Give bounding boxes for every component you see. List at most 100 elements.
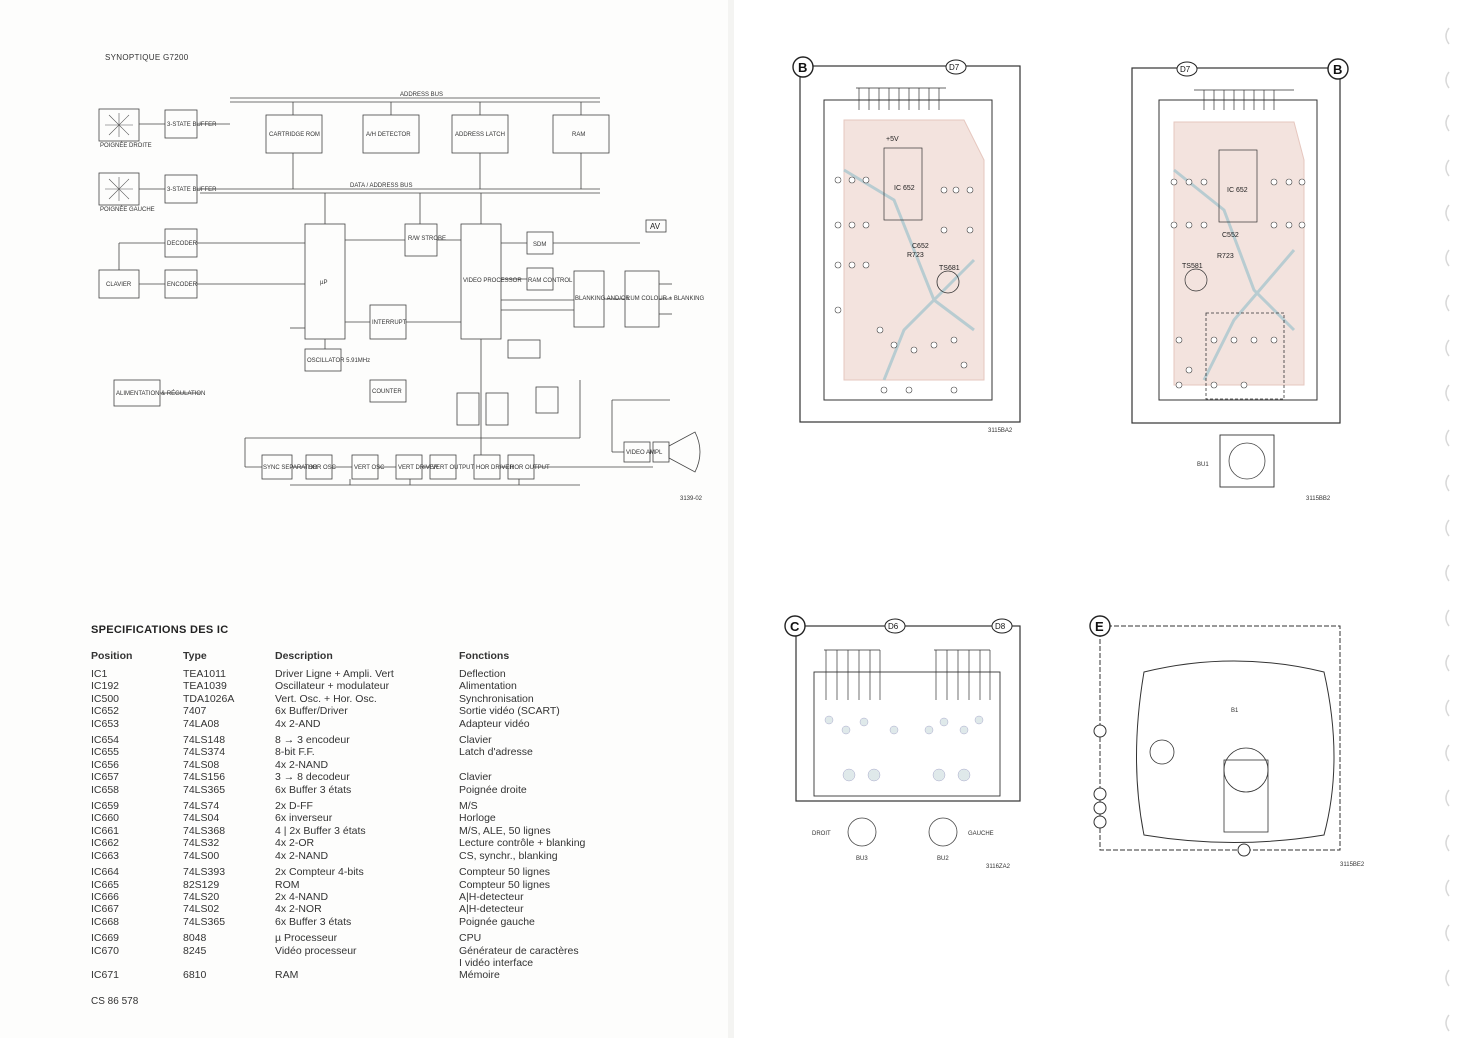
board-c-connector-right: D8: [995, 622, 1006, 631]
board-c-bu2: BU2: [937, 856, 949, 862]
spec-fonctions: Latch d'adresse: [459, 746, 533, 759]
label-data-bus: DATA / ADDRESS BUS: [350, 183, 412, 189]
spec-position: IC661: [91, 824, 120, 837]
spec-fonctions: [459, 759, 659, 771]
spec-position: IC655: [91, 746, 120, 759]
label-clavier: CLAVIER: [106, 282, 132, 288]
label-oscillator: OSCILLATOR 5.91MHz: [307, 358, 370, 364]
spec-position: IC664: [91, 866, 120, 879]
spec-position: IC500: [91, 692, 120, 705]
label-sync-sep: SYNC SEPARATOR: [263, 465, 318, 471]
spec-type: 74LS156: [183, 771, 226, 784]
board-b-left-res: R723: [907, 252, 924, 259]
board-c-code: 3116ZA2: [986, 864, 1011, 870]
spec-header-description: Description: [275, 650, 333, 662]
spec-type: 74LA08: [183, 717, 220, 730]
spec-description: Oscillateur + modulateur: [275, 680, 390, 693]
spec-type: 8245: [183, 944, 207, 957]
spec-description: Driver Ligne + Ampli. Vert: [275, 668, 394, 680]
spec-row: IC656 74LS08 4x 2-NAND: [91, 759, 659, 771]
label-hor-output: HOR OUTPUT: [510, 465, 550, 471]
label-buffer1: 3-STATE BUFFER: [167, 122, 217, 128]
label-address-bus: ADDRESS BUS: [400, 92, 443, 98]
board-b-left-connector: D7: [949, 63, 960, 72]
pcb-layouts: B D7 IC 652 +5V C652 R723 TS681: [784, 27, 1450, 1032]
spec-position: IC653: [91, 717, 120, 730]
spec-description: 2x D-FF: [275, 800, 313, 813]
spec-type: 74LS32: [183, 837, 220, 850]
spec-description: 4x 2-NOR: [275, 903, 322, 916]
spec-fonctions: Mémoire: [459, 969, 500, 982]
spec-row: I vidéo interface: [91, 957, 659, 969]
label-colour: LUM COLOUR + BLANKING: [627, 296, 705, 302]
handset-right-box: [98, 108, 140, 142]
spec-type: 74LS08: [183, 758, 220, 771]
board-e: E B1 3115BE2: [1089, 615, 1365, 868]
spec-type: 7407: [183, 705, 207, 718]
block-diagram: POIGNÉE DROITE POIGNÉE GAUCHE 3-STATE BU…: [98, 92, 705, 502]
label-decoder: DECODER: [167, 241, 198, 247]
spec-type: TDA1026A: [183, 692, 235, 705]
spec-type: 74LS365: [183, 915, 226, 928]
spec-type: 74LS393: [183, 866, 226, 879]
board-b-left-tag: B: [798, 60, 807, 75]
spec-type: 74LS148: [183, 734, 226, 747]
board-b-left: B D7 IC 652 +5V C652 R723 TS681: [792, 56, 1021, 434]
spec-fonctions: I vidéo interface: [459, 956, 534, 969]
board-b-right-ts: TS581: [1182, 263, 1203, 270]
spec-description: 2x Compteur 4-bits: [275, 866, 364, 879]
spec-type: TEA1039: [183, 680, 227, 693]
spec-description: ROM: [275, 878, 300, 891]
spec-position: IC654: [91, 734, 120, 747]
spec-fonctions: Lecture contrôle + blanking: [459, 837, 586, 850]
label-rw: R/W STROBE: [408, 236, 446, 242]
spec-fonctions: Sortie vidéo (SCART): [459, 705, 560, 718]
label-diagram-code: 3139-02: [680, 496, 703, 502]
label-alim: ALIMENTATION & RÉGULATION: [116, 390, 205, 397]
spec-position: IC658: [91, 783, 120, 796]
spec-position: IC656: [91, 758, 120, 771]
board-b-right-cap: C552: [1222, 232, 1239, 239]
board-c-tag: C: [790, 619, 800, 634]
board-b-left-supply: +5V: [886, 136, 899, 143]
board-c: C D6 D8: [784, 615, 1021, 870]
label-detector: A/H DETECTOR: [366, 132, 411, 138]
board-b-left-code: 3115BA2: [988, 428, 1013, 434]
board-b-left-ic: IC 652: [894, 185, 915, 192]
label-handset-right: POIGNÉE DROITE: [100, 142, 152, 149]
spec-fonctions: CPU: [459, 932, 482, 945]
spec-description: 4x 2-OR: [275, 837, 315, 850]
spec-type: 74LS00: [183, 849, 220, 862]
board-b-right: D7 B IC 652 C552 R723 TS581 BU: [1131, 58, 1349, 502]
spec-type: TEA1011: [183, 668, 226, 680]
spec-description: µ Processeur: [275, 932, 338, 945]
spec-position: IC1: [91, 668, 108, 680]
label-ram: RAM: [572, 132, 585, 138]
spec-position: IC662: [91, 837, 120, 850]
label-interrupt: INTERRUPT: [372, 320, 407, 326]
label-video: VIDEO PROCESSOR: [463, 278, 522, 284]
spec-fonctions: Deflection: [459, 668, 506, 680]
page-footer-code: CS 86 578: [91, 996, 139, 1007]
spec-position: IC663: [91, 849, 120, 862]
spec-description: 8-bit F.F.: [275, 746, 315, 759]
spec-fonctions: A|H-detecteur: [459, 903, 524, 916]
spec-description: 4x 2-NAND: [275, 758, 329, 771]
board-b-right-tag: B: [1333, 62, 1342, 77]
spec-description: 4x 2-NAND: [275, 849, 329, 862]
label-cartridge: CARTRIDGE ROM: [269, 132, 320, 138]
spec-position: IC667: [91, 903, 120, 916]
spec-position: IC670: [91, 944, 120, 957]
spec-fonctions: M/S, ALE, 50 lignes: [459, 824, 551, 837]
spec-fonctions: Générateur de caractères: [459, 944, 579, 957]
board-c-bu3: BU3: [856, 856, 868, 862]
